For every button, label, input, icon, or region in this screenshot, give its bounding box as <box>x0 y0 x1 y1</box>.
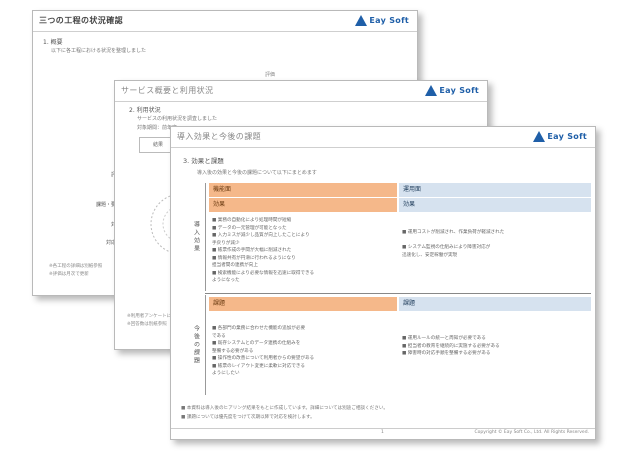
list-item: ■ 情報共有が円滑に行われるようになり <box>212 255 296 261</box>
list-item: ■ 業務の自動化により処理時間が短縮 <box>212 218 292 223</box>
list-item: ■ データの一元管理が可能となった <box>212 225 287 231</box>
copyright-text: Copyright © Eay Soft Co., Ltd. All Right… <box>474 430 589 435</box>
page-title: 三つの工程の状況確認 <box>39 16 123 25</box>
effects-operational-list: ■ 運用コストが削減され、作業負荷が軽減された ■ システム監視の仕組みにより障… <box>399 227 591 287</box>
page-header: サービス概要と利用状況 Eay Soft <box>115 81 487 102</box>
list-item: ■ 担当者の教育を継続的に実施する必要がある <box>402 343 500 349</box>
page-footer: 1 Copyright © Eay Soft Co., Ltd. All Rig… <box>171 428 595 439</box>
chart-label: 評価 <box>265 72 276 78</box>
list-item: ■ 帳票作成の手間が大幅に削減された <box>212 248 292 253</box>
column-subheader: 効果 <box>209 198 397 212</box>
note-line: ■ 課題については優先度をつけて次期以降で対応を検討します。 <box>181 415 315 420</box>
company-logo: Eay Soft <box>533 131 587 142</box>
page-header: 導入効果と今後の課題 Eay Soft <box>171 127 595 148</box>
list-item: ■ 運用ルールの統一と周知が必要である <box>402 336 486 341</box>
row-label: 課題・要望 <box>95 202 121 208</box>
list-item: ■ 帳票のレイアウト変更に柔軟に対応できる <box>212 363 305 369</box>
list-item: ようにしたい <box>212 371 240 376</box>
company-logo: Eay Soft <box>355 15 409 26</box>
section-heading: 1. 概要 <box>43 39 63 46</box>
list-item: ■ 各部門の業務に合わせた機能の追加が必要 <box>212 326 306 331</box>
logo-text: Eay Soft <box>547 132 587 141</box>
list-item: ■ 操作性の改善について利用者からの要望がある <box>212 356 315 361</box>
text-line: 対象期間：前年度 <box>137 125 178 131</box>
note-line: ■ 本資料は導入後のヒアリング結果をもとに作成しています。詳細については別途ご相… <box>181 406 389 411</box>
page-header: 三つの工程の状況確認 Eay Soft <box>33 11 417 32</box>
page-title: サービス概要と利用状況 <box>121 86 214 95</box>
logo-mark-icon <box>533 131 546 142</box>
list-item: ■ 障害時の対応手順を整備する必要がある <box>402 351 491 356</box>
list-item: である <box>212 333 226 339</box>
effects-issues-table: 導入効果 機能面 運用面 効果 効果 ■ 業務の自動化により処理時間が短縮 ■ デ… <box>187 183 591 395</box>
list-item: 担当者間の連携が向上 <box>212 263 258 268</box>
section-description: 以下に各工程における状況を整理しました <box>51 48 147 54</box>
column-subheader: 効果 <box>399 198 591 212</box>
effects-functional-list: ■ 業務の自動化により処理時間が短縮 ■ データの一元管理が可能となった ■ 入力ミ… <box>209 215 397 291</box>
footnote: ※回答数は別紙参照 <box>127 322 167 327</box>
list-item: ■ 運用コストが削減され、作業負荷が軽減された <box>402 230 505 235</box>
column-header: 運用面 <box>399 183 591 197</box>
footnote: ※利用者アンケートによる <box>127 314 180 319</box>
list-item: ■ システム監視の仕組みにより障害対応が <box>402 245 491 250</box>
row-label: 対応案 <box>37 239 121 246</box>
row-label: 評価 <box>37 171 121 178</box>
footnote: ※各工程の詳細は別紙参照 <box>49 264 103 269</box>
footnote: ※評価は月次で更新 <box>49 272 89 277</box>
section-heading: 2. 利用状況 <box>129 107 161 114</box>
list-item: 整備する必要がある <box>212 348 254 354</box>
issues-functional-list: ■ 各部門の業務に合わせた機能の追加が必要 である ■ 既存システムとのデータ連携… <box>209 323 397 387</box>
section-description: 導入後の効果と今後の課題について以下にまとめます <box>197 170 317 176</box>
list-item: 迅速化し、安定稼働が実現 <box>402 252 458 258</box>
document-page-3: 導入効果と今後の課題 Eay Soft 3. 効果と課題 導入後の効果と今後の課… <box>170 126 596 440</box>
list-item: 手戻りが減少 <box>212 240 240 246</box>
list-item: ようになった <box>212 278 240 283</box>
group-divider <box>205 293 591 294</box>
column-header: 機能面 <box>209 183 397 197</box>
text-line: サービスの利用状況を調査しました <box>137 116 218 122</box>
logo-mark-icon <box>355 15 368 26</box>
column-subheader: 課題 <box>209 297 397 311</box>
section-heading: 3. 効果と課題 <box>183 157 224 165</box>
list-item <box>402 237 588 245</box>
row-label: 対応 <box>37 221 121 228</box>
group-label-issues: 今後の課題 <box>187 295 206 395</box>
list-item: ■ 入力ミスが減少し品質が向上したことにより <box>212 233 310 238</box>
radar-chart-fragment <box>150 193 177 255</box>
company-logo: Eay Soft <box>425 85 479 96</box>
logo-text: Eay Soft <box>439 86 479 95</box>
list-item: ■ 既存システムとのデータ連携の仕組みを <box>212 341 301 346</box>
list-item: ■ 検索機能により必要な情報を迅速に取得できる <box>212 270 315 276</box>
page-title: 導入効果と今後の課題 <box>177 132 261 141</box>
logo-mark-icon <box>425 85 438 96</box>
page-number: 1 <box>381 430 384 435</box>
issues-operational-list: ■ 運用ルールの統一と周知が必要である ■ 担当者の教育を継続的に実施する必要があ… <box>399 333 591 373</box>
group-label-effects: 導入効果 <box>187 183 206 291</box>
column-subheader: 課題 <box>399 297 591 311</box>
logo-text: Eay Soft <box>369 16 409 25</box>
